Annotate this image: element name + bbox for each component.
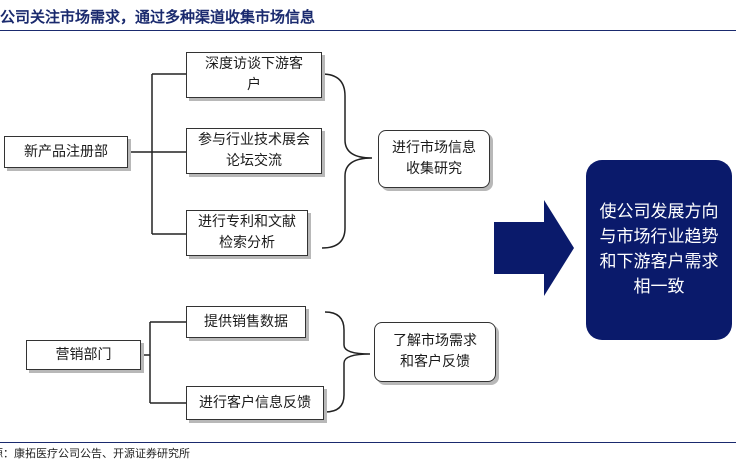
big-arrow-icon: [494, 200, 574, 296]
exhibition-box: 参与行业技术展会论坛交流: [186, 128, 322, 174]
goal-box: 使公司发展方向与市场行业趋势和下游客户需求相一致: [586, 160, 732, 340]
title-rule: [0, 30, 736, 31]
customer-feedback-box: 进行客户信息反馈: [186, 386, 324, 420]
understand-demand-box: 了解市场需求和客户反馈: [374, 322, 496, 382]
page-title: 公司关注市场需求，通过多种渠道收集市场信息: [0, 8, 316, 26]
marketing-dept-box: 营销部门: [26, 340, 141, 370]
new-product-dept-box: 新产品注册部: [4, 136, 128, 168]
market-info-box: 进行市场信息收集研究: [378, 130, 490, 188]
patent-search-box: 进行专利和文献检索分析: [186, 210, 308, 256]
source-note: 源：康拓医疗公司公告、开源证券研究所: [0, 447, 190, 460]
deep-interview-box: 深度访谈下游客户: [186, 52, 322, 98]
footer-rule: [0, 442, 736, 443]
sales-data-box: 提供销售数据: [186, 306, 306, 338]
